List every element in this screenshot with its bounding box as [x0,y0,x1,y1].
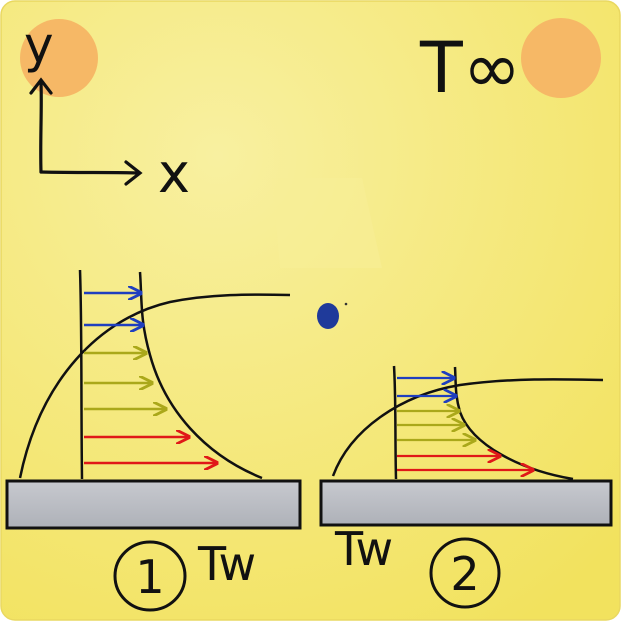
temperature-source-icon [521,18,601,98]
plate-2-group [319,365,613,527]
axis-arrows-icon [29,77,143,186]
plate-1-profile-curve [138,271,263,480]
faint-patch [272,178,382,268]
case-1-circle [113,540,187,612]
plate-2-wall [319,479,613,527]
plate-2-profile-axis [392,365,398,480]
plate-1-group [5,269,302,530]
t-infinity-label: T∞ [419,27,521,109]
case-2-circle [429,537,501,609]
x-axis-label: x [158,142,190,205]
t-wall-1-label: Tw [197,537,256,591]
sun-icon [20,19,98,97]
plate-1-wall [5,479,302,530]
case-1-label: 1 [135,550,164,604]
particle-dot-icon [317,303,339,329]
dot-highlight [344,302,348,306]
t-wall-2-label: Tw [334,522,393,576]
case-2-label: 2 [450,547,479,601]
plate-1-boundary-curve [18,293,291,479]
plate-2-boundary-curve [331,378,604,477]
plate-1-profile-axis [78,269,84,480]
y-axis-label: y [24,16,54,74]
